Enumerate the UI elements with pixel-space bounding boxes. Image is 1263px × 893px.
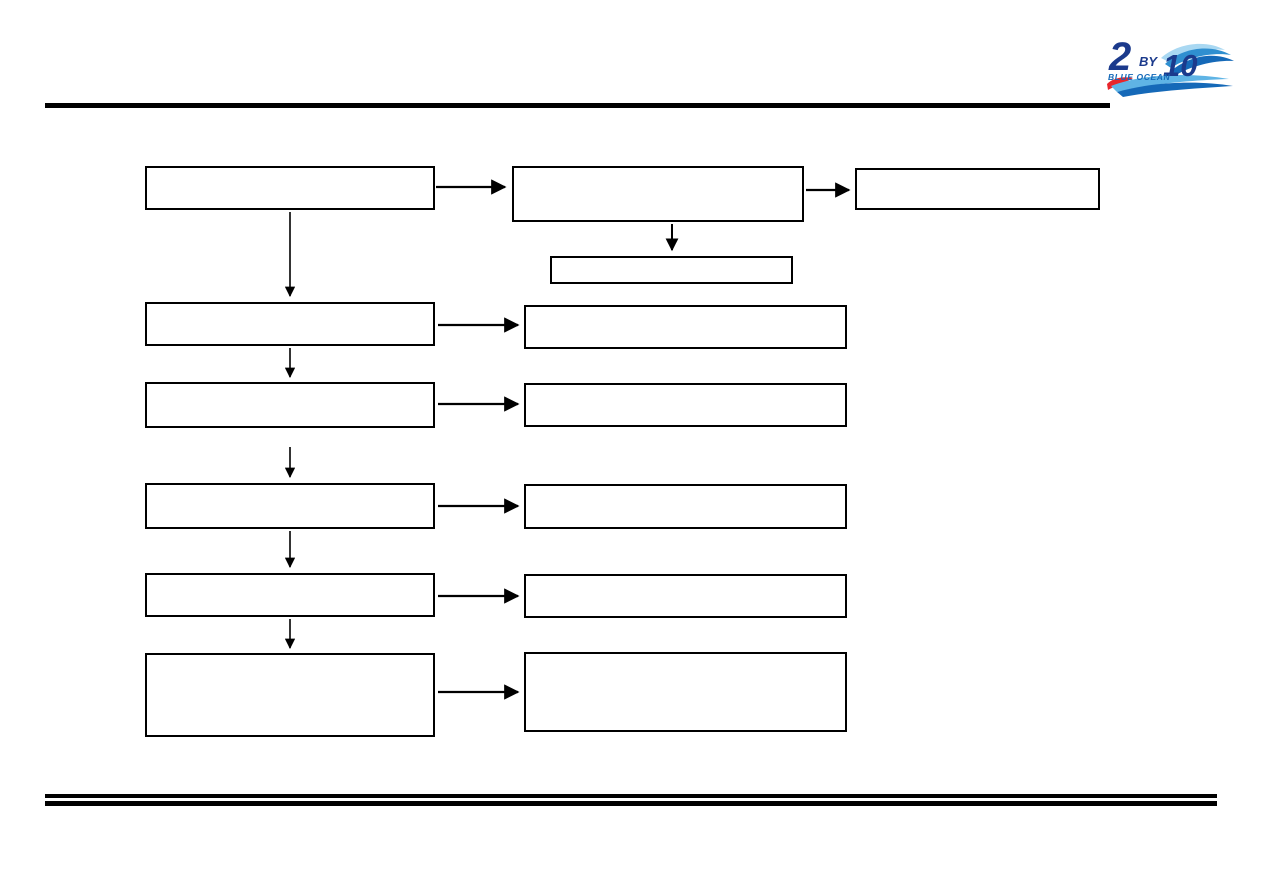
footer-divider-rule-bottom [45, 801, 1217, 806]
svg-text:BY: BY [1139, 54, 1158, 69]
svg-text:10: 10 [1163, 48, 1197, 83]
flow-node-right-4[interactable] [524, 574, 847, 618]
flow-node-sub-mid[interactable] [550, 256, 793, 284]
flow-node-right-5[interactable] [524, 652, 847, 732]
flow-node-right-1[interactable] [524, 305, 847, 349]
flow-node-start[interactable] [145, 166, 435, 210]
footer-divider-rule-top [45, 794, 1217, 798]
flow-node-left-4[interactable] [145, 573, 435, 617]
flow-node-left-1[interactable] [145, 302, 435, 346]
blue-ocean-2by10-logo: 2 BY 10 BLUE OCEAN [1103, 28, 1238, 98]
flow-node-left-5[interactable] [145, 653, 435, 737]
svg-text:BLUE OCEAN: BLUE OCEAN [1108, 72, 1170, 82]
flow-node-left-2[interactable] [145, 382, 435, 428]
svg-text:2: 2 [1108, 35, 1131, 79]
header-divider-rule [45, 103, 1110, 108]
flow-node-left-3[interactable] [145, 483, 435, 529]
flow-node-top-right[interactable] [855, 168, 1100, 210]
flow-node-top-mid[interactable] [512, 166, 804, 222]
flow-node-right-3[interactable] [524, 484, 847, 529]
flow-node-right-2[interactable] [524, 383, 847, 427]
